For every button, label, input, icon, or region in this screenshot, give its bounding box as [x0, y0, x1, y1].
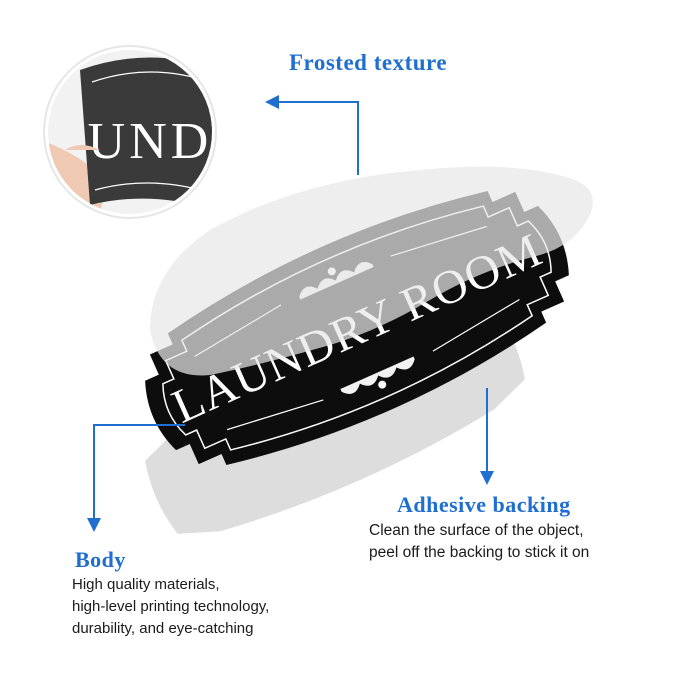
body-line-1: High quality materials, [72, 576, 220, 593]
adhesive-backing-description: Clean the surface of the object, peel of… [369, 520, 589, 564]
frosted-texture-title: Frosted texture [289, 50, 448, 75]
body-title: Body [75, 547, 126, 572]
body-arrow [87, 424, 185, 532]
body-description: High quality materials, high-level print… [72, 574, 269, 640]
body-line-3: durability, and eye-catching [72, 620, 254, 637]
frosted-arrow [265, 95, 359, 175]
zoom-text: UND [88, 113, 213, 170]
adhesive-backing-title: Adhesive backing [397, 492, 571, 517]
adhesive-line-1: Clean the surface of the object, [369, 522, 584, 539]
ornament-bottom [340, 356, 415, 394]
frosted-film [150, 145, 593, 376]
adhesive-line-2: peel off the backing to stick it on [369, 544, 590, 561]
body-line-2: high-level printing technology, [72, 598, 270, 615]
zoom-detail: UND [43, 45, 217, 219]
